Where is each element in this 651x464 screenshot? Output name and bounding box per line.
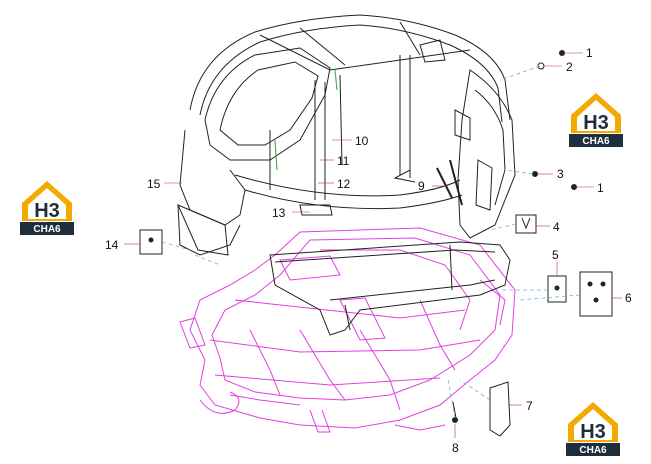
brand-logo: H3 CHA6 bbox=[562, 396, 624, 458]
callout-7: 7 bbox=[526, 399, 533, 413]
callout-1b: 1 bbox=[597, 181, 604, 195]
loose-parts bbox=[139, 50, 613, 437]
logo-mark: H3 bbox=[583, 112, 609, 134]
callout-12: 12 bbox=[337, 177, 351, 191]
pillar-accents bbox=[274, 69, 338, 171]
logo-mark: H3 bbox=[580, 421, 606, 443]
cab-structure bbox=[177, 14, 516, 336]
callouts: 1 2 1 3 4 5 6 7 8 9 10 11 12 13 14 15 bbox=[105, 46, 632, 455]
logo-word: CHA6 bbox=[582, 136, 610, 147]
logo-word: CHA6 bbox=[579, 445, 607, 456]
callout-3: 3 bbox=[557, 167, 564, 181]
callout-10: 10 bbox=[355, 134, 369, 148]
part-9-strut bbox=[436, 167, 453, 199]
brand-logo: H3 CHA6 bbox=[565, 87, 627, 149]
chassis-frame bbox=[179, 227, 516, 433]
callout-11: 11 bbox=[337, 154, 350, 168]
brand-logo: H3 CHA6 bbox=[16, 175, 78, 237]
part-1-screw bbox=[559, 50, 565, 56]
part-3-screw bbox=[532, 171, 538, 177]
callout-6: 6 bbox=[625, 291, 632, 305]
callout-9: 9 bbox=[418, 179, 425, 193]
part-1b-screw bbox=[571, 184, 577, 190]
callout-13: 13 bbox=[272, 206, 286, 220]
part-4-plate bbox=[515, 214, 537, 234]
part-6-plate bbox=[579, 271, 613, 317]
callout-1: 1 bbox=[586, 46, 593, 60]
part-8-bolt bbox=[452, 401, 457, 419]
logo-mark: H3 bbox=[34, 200, 60, 222]
callout-15: 15 bbox=[147, 177, 161, 191]
part-7-panel bbox=[489, 381, 511, 437]
logo-word: CHA6 bbox=[33, 224, 61, 235]
callout-4: 4 bbox=[553, 220, 560, 234]
leader-solid bbox=[124, 52, 622, 438]
callout-2: 2 bbox=[566, 60, 573, 74]
callout-8: 8 bbox=[452, 441, 459, 455]
leader-dashed bbox=[161, 65, 581, 419]
callout-5: 5 bbox=[552, 248, 559, 262]
callout-14: 14 bbox=[105, 238, 119, 252]
